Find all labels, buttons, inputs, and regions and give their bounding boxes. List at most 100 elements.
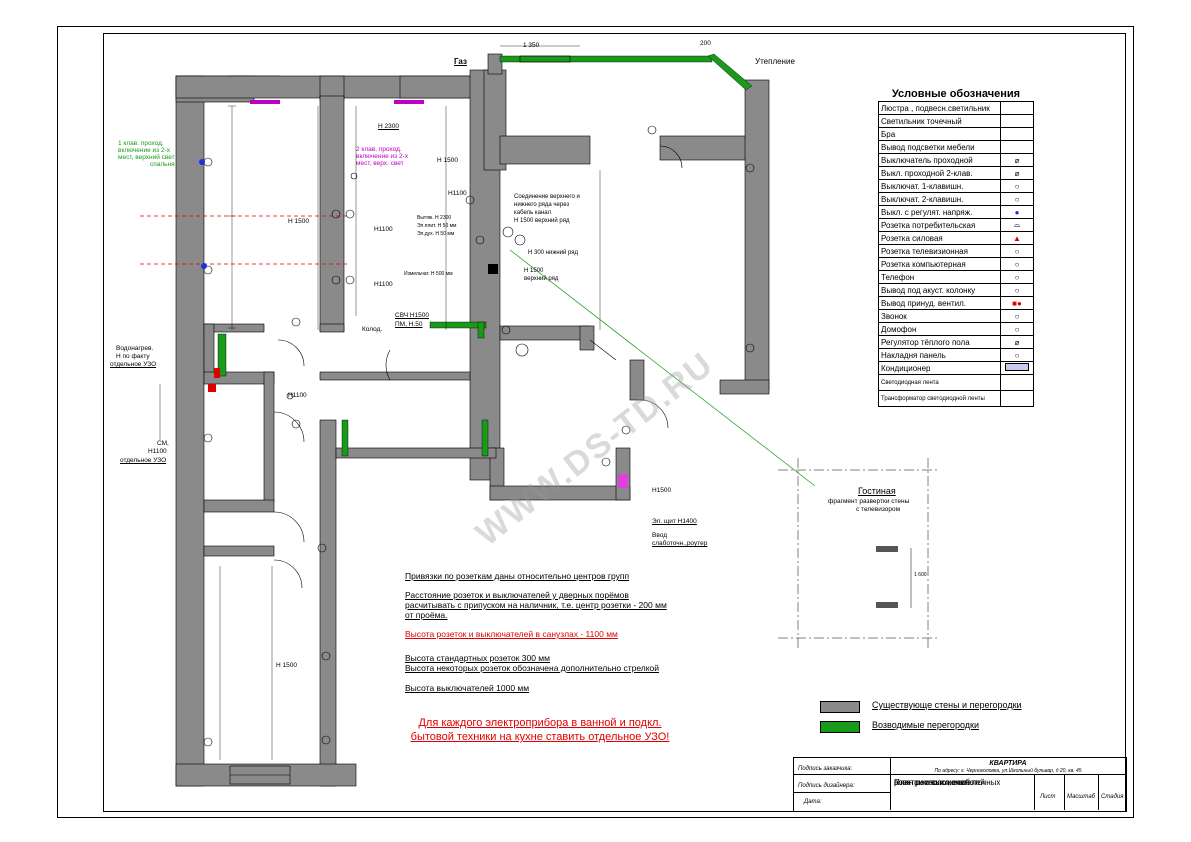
legend-row: Домофон○	[878, 322, 1034, 336]
conn-label-3: кабель канал	[514, 210, 552, 216]
legend-item: Кондиционер	[878, 361, 1001, 375]
inlet-label-2: слаботочн.,роутер	[652, 540, 708, 547]
switch-note-green-3: мест, верхний свет	[118, 154, 175, 161]
note-switch-height: Высота выключателей 1000 мм	[405, 683, 530, 693]
sheet-label: Лист	[1040, 794, 1056, 800]
existing-walls	[175, 53, 770, 787]
doors	[273, 145, 683, 589]
scale-label: Масштаб	[1067, 794, 1096, 800]
dim-1350: 1 350	[523, 42, 540, 49]
fragment-subtitle-1: фрагмент развертки стены	[828, 498, 910, 505]
legend-row: Выкл. проходной 2-клав.⌀	[878, 166, 1034, 180]
water-heater-label-2: Н по факту	[116, 353, 150, 360]
dishwasher-label: ПМ, Н.50	[395, 321, 423, 328]
legend-item: Регулятор тёплого пола	[878, 335, 1001, 349]
washer-label-2: Н1100	[148, 448, 167, 455]
legend-row: Вывод под акуст. колонку○	[878, 283, 1034, 297]
furniture-light-outputs	[250, 100, 424, 104]
legend-table: Люстра , подвесн.светильник Светильник т…	[878, 101, 1034, 407]
legend-row: Звонок○	[878, 309, 1034, 323]
existing-wall-label: Существующе стены и перегородки	[872, 700, 1022, 710]
divider	[1034, 774, 1035, 810]
washer-label-3: отдельное УЗО	[120, 457, 167, 464]
section-lines	[140, 215, 350, 265]
new-partitions	[217, 53, 753, 457]
ventilation-icon: ■●	[1000, 296, 1034, 310]
note-anchors: Привязки по розеткам даны относительно ц…	[405, 571, 630, 581]
legend-item: Телефон	[878, 270, 1001, 284]
legend-row: Выключат. 1-клавишн.○	[878, 179, 1034, 193]
rcd-warning-1: Для каждого электроприбора в ванной и по…	[418, 717, 662, 729]
new-wall-label: Возводимые перегородки	[872, 720, 979, 730]
customer-signature-label: Подпись заказчика:	[798, 766, 853, 772]
drawing-sheet-border	[57, 26, 1134, 818]
stove-label: Эл.плит. Н 50 мм	[417, 223, 457, 229]
drawing-title-3: розеток и выключателей	[894, 778, 985, 787]
note-doors-1: Расстояние розеток и выключателей у двер…	[405, 590, 629, 600]
rcd-warning-2: бытовой техники на кухне ставить отдельн…	[410, 731, 670, 743]
legend-item: Розетка телевизионная	[878, 244, 1001, 258]
existing-wall-swatch	[820, 701, 860, 713]
legend: Условные обозначения Люстра , подвесн.св…	[878, 88, 1034, 407]
legend-row: Выкл. с регулят. напряж.●	[878, 205, 1034, 219]
legend-item: Бра	[878, 127, 1001, 141]
tv-socket-icon: ○	[1000, 244, 1034, 258]
stage-label: Стадия	[1101, 794, 1124, 800]
pass-switch-icon: ⌀	[1000, 153, 1034, 167]
legend-item: Розетка потребительская	[878, 218, 1001, 232]
tv-label-3: верхний ряд	[524, 276, 559, 282]
pass-switch-2-icon: ⌀	[1000, 166, 1034, 180]
address: По адресу: г. Черноголовка, ул.Школьный …	[934, 768, 1082, 774]
conn-label-4: Н 1500 верхний ряд	[514, 218, 570, 224]
note-socket-height: Высота стандартных розеток 300 мм	[405, 653, 550, 663]
date-label: Дата:	[804, 799, 822, 805]
h2300-label: Н 2300	[378, 123, 399, 130]
legend-row: Регулятор тёплого пола⌀	[878, 335, 1034, 349]
divider	[794, 792, 890, 793]
h1100-hall: Н1100	[374, 226, 393, 233]
microwave-label: СВЧ Н1500	[395, 312, 430, 319]
legend-item: Выключатель проходной	[878, 153, 1001, 167]
h1500-balcony: Н1500	[652, 487, 672, 494]
bell-icon: ○	[1000, 309, 1034, 323]
switch-note-mag-2: включение из 2-х	[356, 153, 408, 160]
furniture-light-icon	[1000, 140, 1034, 154]
fragment-dim: 1 600	[914, 572, 927, 578]
rcd-warning: Для каждого электроприбора в ванной и по…	[395, 716, 685, 744]
panel-icon: ○	[1000, 348, 1034, 362]
legend-row: Розетка компьютерная○	[878, 257, 1034, 271]
legend-item: Домофон	[878, 322, 1001, 336]
legend-row: Люстра , подвесн.светильник	[878, 101, 1034, 115]
divider	[1064, 774, 1065, 810]
h1500-bedroom: Н 1500	[288, 218, 309, 225]
washer-label: СМ,	[157, 440, 169, 447]
h1100-bath: Н1100	[288, 392, 307, 399]
divider	[794, 774, 890, 775]
conn-label-1: Соединение верхнего и	[514, 194, 580, 200]
socket-icon: ⌓	[1000, 218, 1034, 232]
power-socket-icon: ▲	[1000, 231, 1034, 245]
h1100-hall2: Н1100	[374, 281, 393, 288]
legend-item: Выкл. с регулят. напряж.	[878, 205, 1001, 219]
h1500-room3: Н 1500	[276, 662, 297, 669]
phone-icon: ○	[1000, 270, 1034, 284]
legend-row: Розетка телевизионная○	[878, 244, 1034, 258]
legend-item: Светильник точечный	[878, 114, 1001, 128]
computer-socket-icon: ○	[1000, 257, 1034, 271]
kolod-label: Колод.	[362, 326, 383, 333]
water-heater-label-3: отдельное УЗО	[110, 361, 157, 368]
switch-note-green-2: включение из 2-х	[118, 147, 170, 154]
legend-item: Вывод под акуст. колонку	[878, 283, 1001, 297]
legend-row: Накладня панель○	[878, 348, 1034, 362]
dimmer-icon: ●	[1000, 205, 1034, 219]
conn-label-2: нижнего ряда через	[514, 202, 570, 208]
legend-row: Вывод подсветки мебели	[878, 140, 1034, 154]
tv-label-2: Н 1500	[524, 268, 544, 274]
legend-item: Звонок	[878, 309, 1001, 323]
intercom-icon: ○	[1000, 322, 1034, 336]
legend-row: Вывод принуд. вентил.■●	[878, 296, 1034, 310]
new-wall-swatch	[820, 721, 860, 733]
legend-row: Выключатель проходной⌀	[878, 153, 1034, 167]
led-strip-icon	[1000, 374, 1034, 391]
legend-item: Выключат. 1-клавишн.	[878, 179, 1001, 193]
